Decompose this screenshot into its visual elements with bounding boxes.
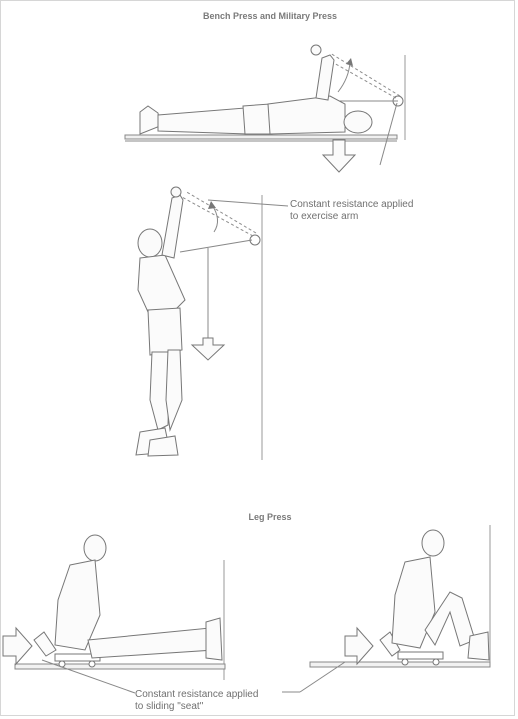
bench-figure-torso <box>268 96 345 134</box>
bench-figure-head <box>344 111 372 133</box>
legpress-left-base <box>15 664 225 669</box>
bench-figure-feet <box>140 106 160 134</box>
legpress-left-wheel-2 <box>89 661 95 667</box>
bench-figure-arm <box>316 55 334 100</box>
legpress-right-wheel-1 <box>402 659 408 665</box>
legpress-left-figure-torso <box>55 560 100 650</box>
military-press-illustration <box>136 187 288 460</box>
legpress-left-backrest <box>34 632 56 656</box>
bench-figure-legs <box>158 108 248 134</box>
legpress-right-base <box>310 662 490 667</box>
military-figure-arm <box>162 195 183 258</box>
bench-press-illustration <box>125 45 405 172</box>
military-figure-torso <box>138 255 185 312</box>
military-callout-leader <box>208 200 288 206</box>
bench <box>125 135 397 139</box>
military-motion-arc <box>212 205 218 232</box>
military-figure-head <box>138 229 162 257</box>
bench-arm-raised-dashed-2 <box>330 53 400 96</box>
legpress-right-seat <box>398 652 443 659</box>
bench-figure-shorts <box>243 104 272 134</box>
bench-resistance-arrow <box>323 140 355 172</box>
legpress-left-push-arrow <box>3 628 32 664</box>
military-figure-leg-right <box>166 350 182 430</box>
legpress-left-figure-legs <box>88 628 214 658</box>
bench-figure-hand <box>311 45 321 55</box>
legpress-left-figure-feet <box>206 618 222 660</box>
military-exercise-arm <box>180 240 252 252</box>
legpress-right-figure-head <box>422 530 444 556</box>
military-motion-arrowhead <box>208 201 216 209</box>
legpress-right-figure-feet <box>468 632 489 660</box>
legpress-right-wheel-2 <box>433 659 439 665</box>
legpress-right-push-arrow <box>345 628 373 664</box>
bench-arm-raised-dashed <box>325 58 396 98</box>
military-figure-hand <box>171 187 181 197</box>
legpress-left-figure-head <box>84 535 106 561</box>
military-figure-shorts <box>148 308 182 355</box>
military-arm-raised-dashed-2 <box>185 191 256 233</box>
military-resistance-arrow <box>192 338 224 360</box>
bench-strut <box>380 103 397 165</box>
leg-press-bent-illustration <box>282 525 490 692</box>
bench-motion-arc <box>338 62 350 92</box>
leg-press-extended-illustration <box>3 535 225 693</box>
bench-motion-arrowhead <box>346 58 353 66</box>
